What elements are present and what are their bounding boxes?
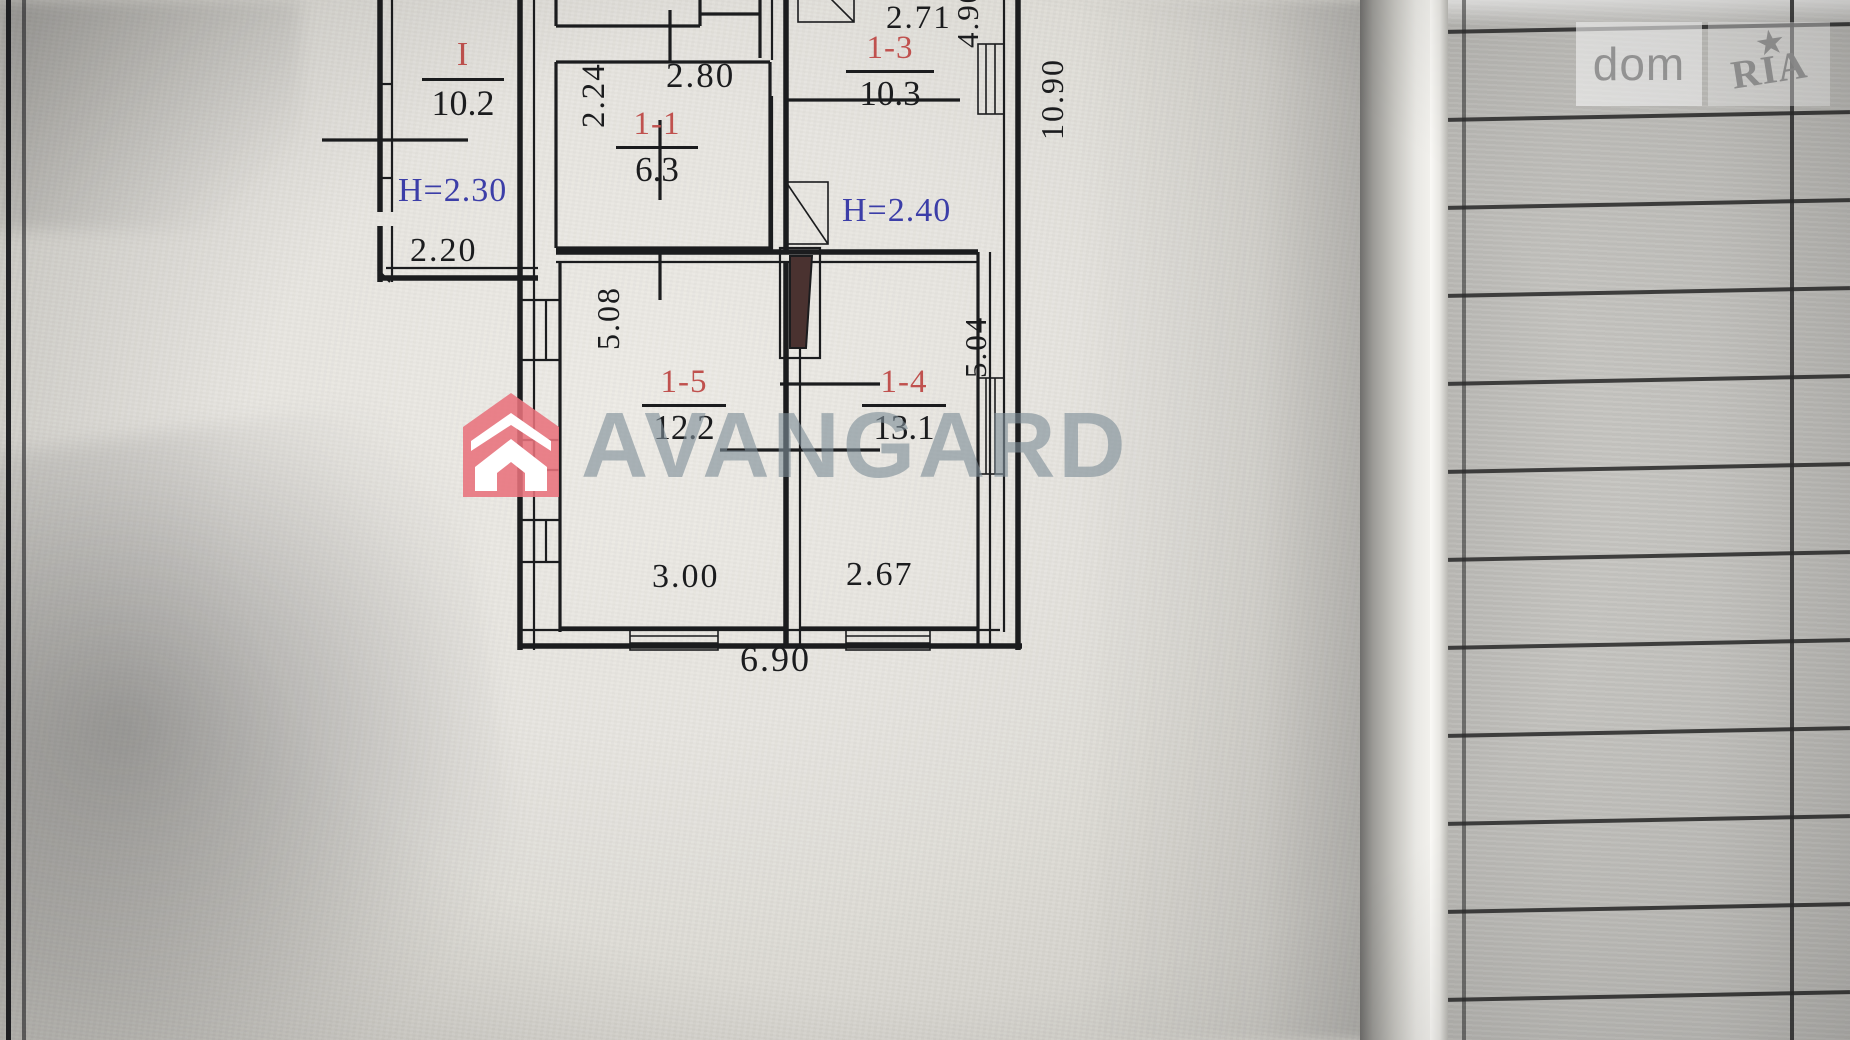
tiled-wall-background [1448,0,1850,1040]
photo-shadow-top-left [0,0,300,230]
internal-partitions [520,0,992,646]
door-symbols [778,0,855,360]
wall-glare-highlight [1448,0,1850,26]
page-edge-line-outer [6,0,11,1040]
window-symbols [629,43,1005,651]
paper-background [0,0,1360,1040]
paper-grain-texture [0,0,1360,1040]
dimension-leaders [658,10,960,470]
wall-grain-texture [1448,0,1850,1040]
page-edge-line-inner [22,0,26,1040]
paper-page-edge [1360,0,1432,1040]
tile-grout-vertical-1 [1462,0,1466,1040]
paper-page-lip [1430,0,1448,1040]
floor-plan-drawing: .w { fill:none; stroke:#1b1c1e; stroke-w… [322,0,1022,651]
photo-shadow-right [1080,0,1380,1040]
tile-grout-vertical-2 [1790,0,1794,1040]
veranda-outline [377,0,538,283]
